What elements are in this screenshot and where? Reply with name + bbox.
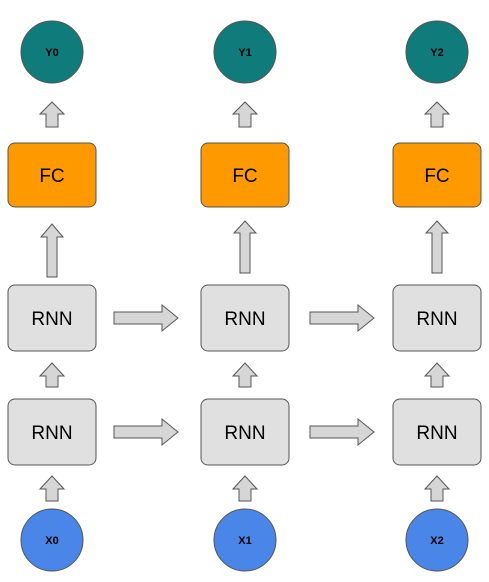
column-1: Y1 FC RNN RNN X1 xyxy=(200,20,290,572)
rnn-upper-label-2: RNN xyxy=(416,309,457,330)
output-node-y0 xyxy=(20,20,84,84)
arrow-up-x0-to-rnn xyxy=(38,475,66,502)
output-label-y1: Y1 xyxy=(238,47,251,59)
fc-label-0: FC xyxy=(39,166,64,187)
rnn-lower-box-0 xyxy=(7,398,97,466)
rnn-upper-box-1 xyxy=(200,284,290,352)
input-label-x0: X0 xyxy=(45,535,58,547)
arrow-up-x1-to-rnn xyxy=(231,475,259,502)
arrow-up-rnn-to-fc-2 xyxy=(424,220,450,274)
fc-box-1 xyxy=(200,142,290,208)
input-node-x1 xyxy=(213,508,277,572)
fc-box-0 xyxy=(7,142,97,208)
output-label-y2: Y2 xyxy=(430,47,443,59)
arrow-right-upper-0-to-1 xyxy=(113,303,179,333)
column-2: Y2 FC RNN RNN X2 xyxy=(392,20,482,572)
rnn-upper-box-0 xyxy=(7,284,97,352)
input-node-x0 xyxy=(20,508,84,572)
column-0: Y0 FC RNN RNN X0 xyxy=(7,20,97,572)
rnn-upper-label-1: RNN xyxy=(224,309,265,330)
output-node-y1 xyxy=(213,20,277,84)
fc-box-2 xyxy=(392,142,482,208)
arrow-right-lower-0-to-1 xyxy=(113,417,179,447)
rnn-lower-label-1: RNN xyxy=(224,423,265,444)
rnn-lower-box-1 xyxy=(200,398,290,466)
arrow-up-fc-to-y1 xyxy=(231,101,259,128)
input-node-x2 xyxy=(405,508,469,572)
output-label-y0: Y0 xyxy=(45,47,58,59)
input-label-x1: X1 xyxy=(238,535,251,547)
rnn-upper-box-2 xyxy=(392,284,482,352)
arrow-right-upper-1-to-2 xyxy=(309,303,375,333)
arrow-up-rnn-lower-to-upper-0 xyxy=(38,362,66,388)
arrow-up-x2-to-rnn xyxy=(423,475,451,502)
output-node-y2 xyxy=(405,20,469,84)
arrow-up-fc-to-y0 xyxy=(38,101,66,128)
fc-label-2: FC xyxy=(424,166,449,187)
fc-label-1: FC xyxy=(232,166,257,187)
arrow-up-rnn-lower-to-upper-1 xyxy=(231,362,259,388)
rnn-lower-box-2 xyxy=(392,398,482,466)
arrow-up-fc-to-y2 xyxy=(423,101,451,128)
rnn-lower-label-2: RNN xyxy=(416,423,457,444)
rnn-lower-label-0: RNN xyxy=(31,423,72,444)
arrow-up-rnn-lower-to-upper-2 xyxy=(423,362,451,388)
arrow-up-rnn-to-fc-1 xyxy=(232,220,258,274)
arrow-right-lower-1-to-2 xyxy=(309,417,375,447)
arrow-up-rnn-to-fc-0 xyxy=(39,223,65,278)
input-label-x2: X2 xyxy=(430,535,443,547)
rnn-upper-label-0: RNN xyxy=(31,309,72,330)
